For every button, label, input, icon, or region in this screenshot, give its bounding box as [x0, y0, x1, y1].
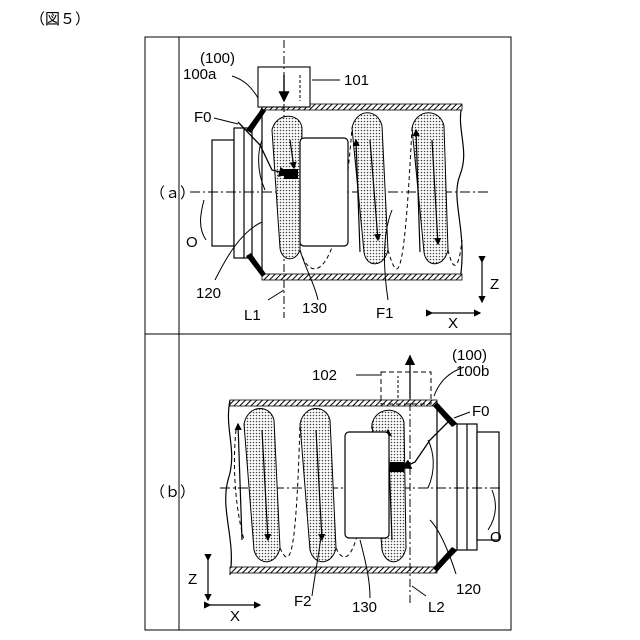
label-100-a: (100) [200, 50, 235, 67]
label-130-b: 130 [352, 599, 377, 616]
label-100b: 100b [456, 363, 489, 380]
motor-housing-a [212, 128, 252, 258]
label-100-b: (100) [452, 347, 487, 364]
label-z-b: Z [188, 571, 197, 588]
panel-a-row-label: （ａ） [150, 185, 195, 202]
label-o-a: O [186, 234, 198, 251]
label-z-a: Z [490, 276, 499, 293]
label-102: 102 [312, 367, 337, 384]
label-130-a: 130 [302, 300, 327, 317]
panel-b-row-label: （ｂ） [150, 484, 195, 501]
label-f2: F2 [294, 593, 312, 610]
label-x-a: X [448, 315, 458, 332]
baffle-b [345, 432, 389, 538]
label-120-a: 120 [196, 285, 221, 302]
label-120-b: 120 [456, 581, 481, 598]
outlet-pipe-b [381, 372, 431, 404]
label-o-b: O [490, 529, 502, 546]
label-100a: 100a [183, 66, 217, 83]
label-101: 101 [344, 72, 369, 89]
label-l1: L1 [244, 307, 261, 324]
label-f0-b: F0 [472, 403, 490, 420]
label-x-b: X [230, 608, 240, 625]
label-l2: L2 [428, 599, 445, 616]
zx-axes-a [432, 262, 482, 313]
label-f1: F1 [376, 305, 394, 322]
panel-b: （ｂ） [150, 347, 502, 625]
panel-a: （ａ） [150, 40, 499, 332]
baffle-a [300, 138, 348, 246]
label-f0-a: F0 [194, 109, 212, 126]
